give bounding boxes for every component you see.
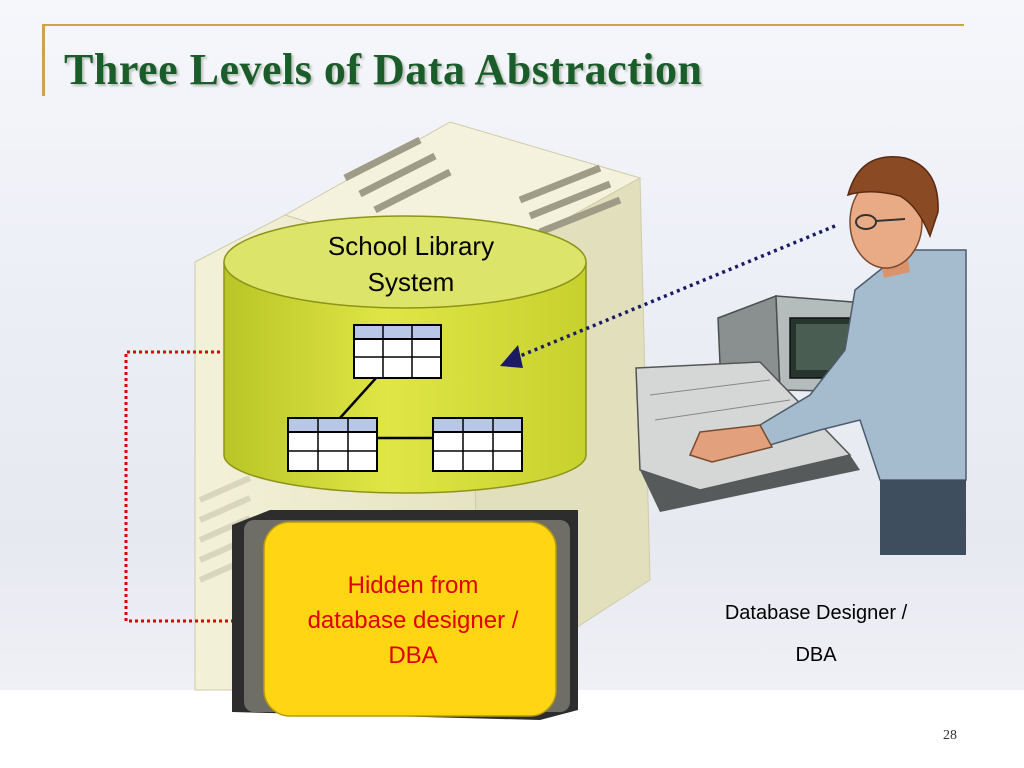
title-rule-horizontal bbox=[42, 24, 964, 26]
table-left-icon bbox=[287, 417, 378, 472]
table-right-icon bbox=[432, 417, 523, 472]
hard-disk-icon bbox=[232, 510, 578, 720]
slide-title: Three Levels of Data Abstraction bbox=[64, 45, 703, 94]
designer-label: Database Designer / DBA bbox=[690, 592, 942, 676]
physical-level-label-line-3: DBA bbox=[388, 642, 438, 669]
database-label-line-2: System bbox=[367, 267, 455, 297]
physical-level-label-line-1: Hidden from bbox=[347, 572, 479, 599]
connector-physical-level bbox=[124, 350, 262, 623]
table-link-vertical bbox=[339, 377, 377, 419]
page-number: 28 bbox=[943, 728, 957, 743]
connector-designer-to-database bbox=[500, 224, 836, 368]
physical-level-label: Hidden from database designer / DBA bbox=[268, 568, 558, 673]
designer-label-line-1: Database Designer / bbox=[724, 602, 908, 624]
table-top-icon bbox=[353, 324, 442, 379]
arrowhead-icon bbox=[500, 345, 523, 368]
title-rule-vertical bbox=[42, 24, 45, 96]
person-at-computer-icon bbox=[635, 156, 967, 555]
designer-label-line-2: DBA bbox=[795, 644, 837, 666]
database-label-line-1: School Library bbox=[327, 231, 495, 261]
database-label: School Library System bbox=[300, 228, 522, 300]
physical-level-label-line-2: database designer / bbox=[307, 607, 519, 634]
